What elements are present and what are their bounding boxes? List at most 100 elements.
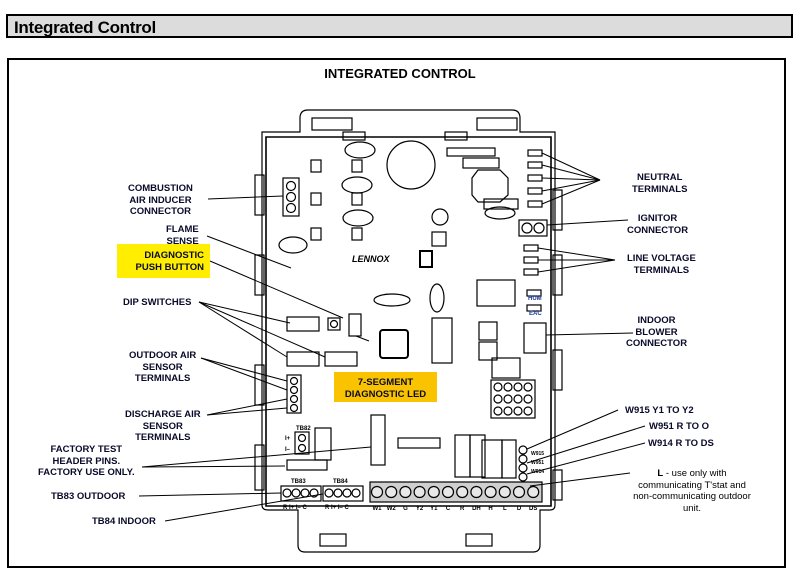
jumper-w915: W915 [531, 451, 544, 457]
figure-title: INTEGRATED CONTROL [324, 66, 476, 81]
callout-line: 7-SEGMENT [357, 377, 414, 388]
terminal-label-d: D [517, 506, 522, 512]
callout-l-note: L - use only with communicating T'stat a… [617, 468, 767, 514]
l-note-text: - use only with [663, 468, 727, 479]
callout-line: DIAGNOSTIC [144, 250, 204, 261]
callout-factory-test-header: FACTORY TEST HEADER PINS. FACTORY USE ON… [38, 444, 135, 479]
callout-line: LINE VOLTAGE [627, 253, 696, 264]
callout-line: SENSE [166, 235, 199, 247]
terminal-label-g: G [403, 506, 408, 512]
callout-neutral-terminals: NEUTRAL TERMINALS [632, 172, 687, 195]
callout-line: TERMINALS [632, 183, 688, 195]
callout-line: TERMINALS [633, 264, 690, 276]
callout-line: NEUTRAL [637, 172, 683, 183]
callout-line: CONNECTOR [626, 338, 688, 349]
l-note-line-3: non-communicating outdoor [633, 491, 751, 502]
callout-line-voltage-terminals: LINE VOLTAGE TERMINALS [627, 253, 696, 276]
terminal-screw-c [441, 485, 455, 499]
terminal-screw-ds [527, 485, 540, 499]
connector-pin [493, 406, 503, 416]
terminal-screw-w1 [370, 485, 384, 499]
terminal-screw-dh [470, 485, 483, 499]
callout-discharge-air-sensor: DISCHARGE AIR SENSOR TERMINALS [125, 409, 201, 444]
connector-pin [513, 382, 523, 392]
callout-w951: W951 R TO O [649, 421, 710, 432]
l-note-line-4: unit. [683, 502, 701, 514]
connector-pin [513, 406, 523, 416]
terminal-label-w2: W2 [387, 506, 397, 512]
callout-line: IGNITOR [637, 213, 678, 224]
callout-outdoor-air-sensor: OUTDOOR AIR SENSOR TERMINALS [129, 350, 196, 385]
section-header: Integrated Control [6, 14, 793, 38]
callout-flame-sense: FLAME SENSE [166, 224, 199, 247]
terminal-label-y2: Y2 [416, 506, 424, 512]
callout-line: COMBUSTION [128, 183, 193, 194]
terminal-screw-y1 [427, 485, 440, 499]
callout-line: BLOWER [635, 326, 678, 338]
tb84-label: TB84 [333, 479, 348, 485]
tb82-label: TB82 [296, 426, 311, 432]
callout-line: TERMINALS [134, 373, 191, 384]
terminal-screw-r [456, 485, 469, 499]
terminal-label-w1: W1 [373, 506, 383, 512]
terminal-label-dh: DH [472, 506, 481, 512]
callout-indoor-blower-connector: INDOOR BLOWER CONNECTOR [626, 315, 687, 350]
callout-line: FACTORY TEST [50, 444, 123, 455]
connector-pin [493, 382, 503, 392]
callout-line: INDOOR [637, 315, 676, 326]
terminal-screw-y2 [413, 485, 426, 499]
connector-pin [513, 394, 523, 404]
callout-line: FLAME [166, 224, 199, 235]
callout-line: CONNECTOR [627, 224, 689, 236]
callout-diagnostic-push-button: DIAGNOSTIC PUSH BUTTON [117, 244, 210, 278]
callout-w914: W914 R TO DS [648, 438, 714, 449]
callout-line: SENSOR [142, 361, 183, 373]
callout-dip-switches: DIP SWITCHES [123, 297, 192, 308]
terminal-screw-w2 [385, 485, 398, 499]
terminal-screw-h [484, 485, 497, 499]
tb83-label: TB83 [291, 479, 306, 485]
callout-ignitor-connector: IGNITOR CONNECTOR [627, 213, 688, 236]
connector-pin [523, 406, 533, 416]
terminal-label-ds: DS [529, 506, 537, 512]
section-header-title: Integrated Control [14, 18, 156, 37]
callout-combustion-air-inducer: COMBUSTION AIR INDUCER CONNECTOR [128, 183, 193, 218]
callout-line: PUSH BUTTON [135, 261, 204, 273]
tb83-pins: R I+ I– C [283, 505, 308, 511]
terminal-label-y1: Y1 [430, 506, 438, 512]
terminal-screw-g [399, 485, 412, 499]
callout-w915: W915 Y1 TO Y2 [625, 405, 694, 416]
callout-line: TERMINALS [135, 432, 191, 443]
l-note-bold: L [657, 468, 664, 479]
connector-pin [503, 394, 513, 404]
board-housing [261, 109, 556, 553]
leader-lines [138, 152, 646, 522]
terminal-label-l: L [503, 506, 507, 512]
jumper-w951: W951 [531, 460, 544, 466]
connector-pin [503, 406, 513, 416]
callout-line: OUTDOOR AIR [129, 350, 197, 361]
terminal-screw-d [512, 485, 526, 499]
terminal-label-r: R [460, 506, 465, 512]
l-note-line-2: communicating T'stat and [638, 479, 746, 491]
hum-label: HUM [528, 296, 542, 302]
callout-line: AIR INDUCER [129, 194, 192, 206]
terminal-screw-l [498, 485, 511, 499]
callout-seven-segment-led: 7-SEGMENT DIAGNOSTIC LED [334, 372, 437, 402]
eac-label: EAC [529, 311, 542, 317]
callout-line: DISCHARGE AIR [125, 409, 201, 420]
connector-pin [493, 394, 503, 404]
terminal-label-c: C [446, 506, 451, 512]
callout-tb84-indoor: TB84 INDOOR [92, 516, 156, 527]
callout-line: CONNECTOR [129, 206, 191, 217]
callout-line: HEADER PINS. [52, 455, 121, 467]
tb82-pin-2: I– [285, 447, 291, 453]
tb84-pins: R I+ I– C [325, 505, 350, 511]
connector-pin [523, 394, 533, 404]
terminal-label-h: H [488, 506, 492, 512]
callout-line: FACTORY USE ONLY. [38, 467, 135, 478]
callout-tb83-outdoor: TB83 OUTDOOR [51, 491, 126, 502]
callout-line: DIAGNOSTIC LED [344, 388, 427, 400]
lennox-logo: LENNOX [352, 254, 391, 264]
